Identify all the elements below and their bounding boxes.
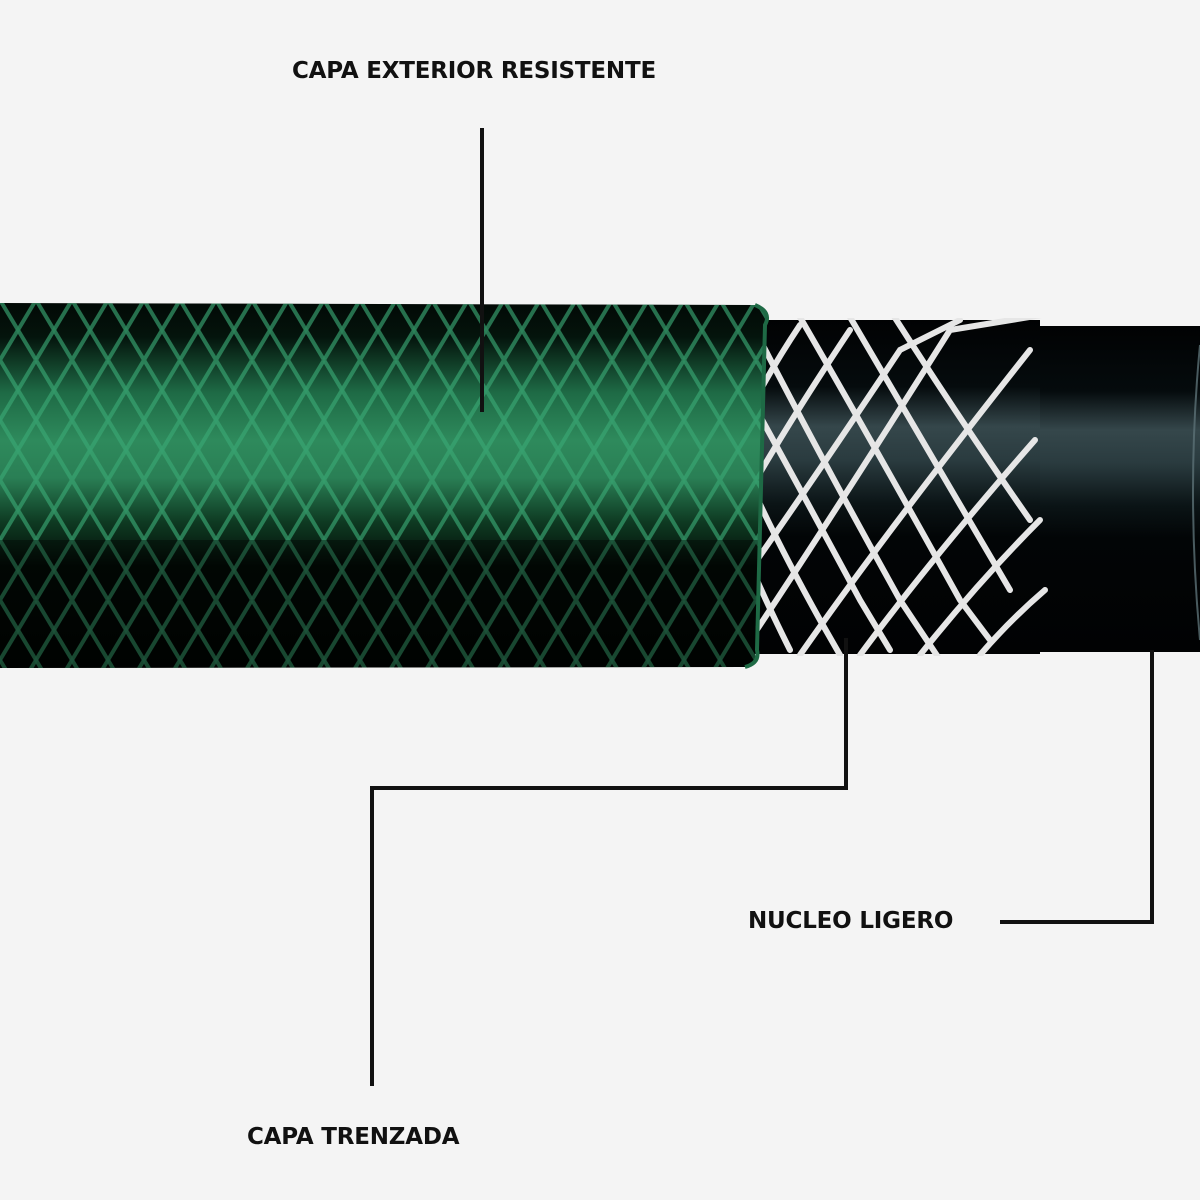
outer-layer xyxy=(0,303,769,669)
label-core: NUCLEO LIGERO xyxy=(748,908,954,934)
leader-line-core xyxy=(1000,650,1154,924)
braided-layer xyxy=(740,318,1048,656)
label-braided-layer: CAPA TRENZADA xyxy=(247,1124,460,1150)
leader-lines xyxy=(370,128,1154,1086)
label-outer-layer: CAPA EXTERIOR RESISTENTE xyxy=(292,58,656,84)
leader-line-braided-layer xyxy=(370,638,848,1086)
